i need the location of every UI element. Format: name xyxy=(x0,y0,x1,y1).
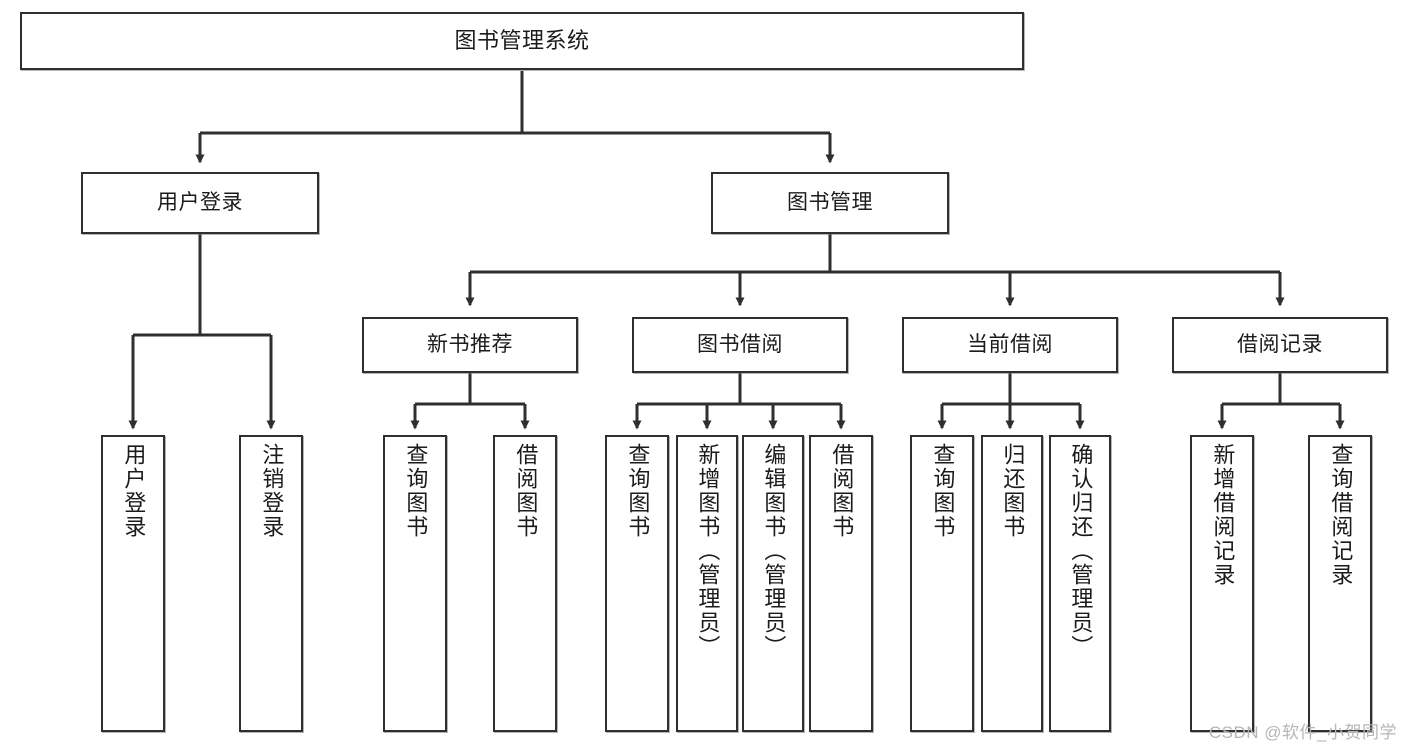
node-label: 图书管理系统 xyxy=(454,28,590,54)
node-label: 查询图书 xyxy=(930,443,956,539)
node-new-book-recommend[interactable]: 新书推荐 xyxy=(362,317,578,373)
node-current-borrow[interactable]: 当前借阅 xyxy=(902,317,1118,373)
leaf-borrow-query-book[interactable]: 查询图书 xyxy=(605,435,669,732)
leaf-current-confirm-return-admin[interactable]: 确认归还（管理员） xyxy=(1049,435,1111,732)
node-label: 编辑图书（管理员） xyxy=(761,443,787,659)
node-root-book-management-system[interactable]: 图书管理系统 xyxy=(20,12,1024,70)
node-label: 查询借阅记录 xyxy=(1328,443,1354,587)
node-user-login[interactable]: 用户登录 xyxy=(81,172,319,234)
node-label: 当前借阅 xyxy=(967,332,1053,356)
leaf-borrow-borrow-book[interactable]: 借阅图书 xyxy=(809,435,873,732)
node-label: 借阅图书 xyxy=(829,443,855,539)
node-label: 借阅记录 xyxy=(1237,332,1323,356)
leaf-borrow-edit-book-admin[interactable]: 编辑图书（管理员） xyxy=(742,435,804,732)
leaf-new-book-query[interactable]: 查询图书 xyxy=(383,435,447,732)
node-label: 确认归还（管理员） xyxy=(1068,443,1094,659)
node-label: 新增图书（管理员） xyxy=(695,443,721,659)
node-label: 图书借阅 xyxy=(697,332,783,356)
node-label: 注销登录 xyxy=(259,443,285,539)
node-label: 新增借阅记录 xyxy=(1210,443,1236,587)
leaf-user-login-signout[interactable]: 注销登录 xyxy=(239,435,303,732)
node-label: 用户登录 xyxy=(121,443,147,539)
watermark-text: CSDN @软件_小贺同学 xyxy=(1208,723,1397,742)
node-label: 图书管理 xyxy=(787,190,873,214)
node-label: 借阅图书 xyxy=(513,443,539,539)
leaf-user-login-signin[interactable]: 用户登录 xyxy=(101,435,165,732)
leaf-current-query-book[interactable]: 查询图书 xyxy=(910,435,974,732)
leaf-new-book-borrow[interactable]: 借阅图书 xyxy=(493,435,557,732)
node-label: 归还图书 xyxy=(1000,443,1026,539)
leaf-current-return-book[interactable]: 归还图书 xyxy=(981,435,1043,732)
leaf-record-add-borrow-record[interactable]: 新增借阅记录 xyxy=(1190,435,1254,732)
node-label: 查询图书 xyxy=(625,443,651,539)
node-book-borrow[interactable]: 图书借阅 xyxy=(632,317,848,373)
node-label: 新书推荐 xyxy=(427,332,513,356)
leaf-borrow-add-book-admin[interactable]: 新增图书（管理员） xyxy=(676,435,738,732)
node-book-management[interactable]: 图书管理 xyxy=(711,172,949,234)
node-label: 用户登录 xyxy=(157,190,243,214)
node-label: 查询图书 xyxy=(403,443,429,539)
leaf-record-query-borrow-record[interactable]: 查询借阅记录 xyxy=(1308,435,1372,732)
node-borrow-record[interactable]: 借阅记录 xyxy=(1172,317,1388,373)
